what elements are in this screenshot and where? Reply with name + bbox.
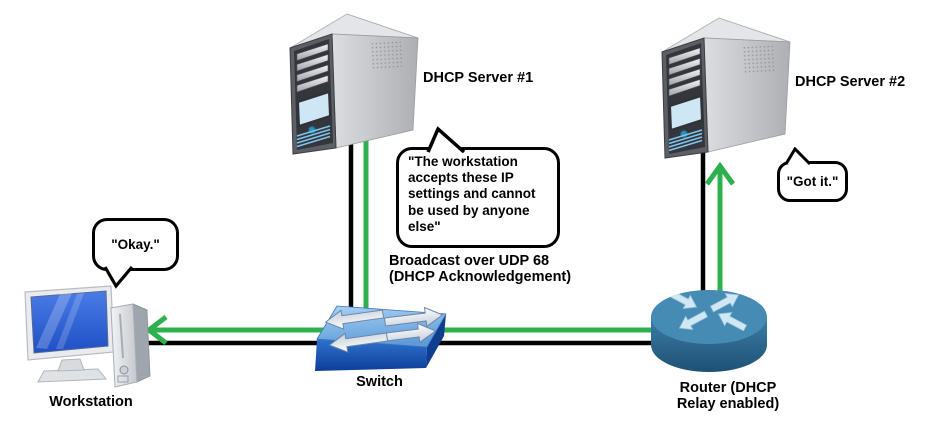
speech-bubble-gotit: "Got it." [777,161,848,202]
flow-router-server2-arrowhead [704,161,736,186]
gotit-bubble-tail [784,147,812,165]
server-tower-icon [289,13,419,155]
gotit-bubble-text: "Got it." [786,174,839,189]
network-switch-icon [305,295,455,385]
server-tower-icon [661,17,791,159]
router-label: Router (DHCP Relay enabled) [676,380,780,412]
server1-label: DHCP Server #1 [423,70,534,86]
speech-bubble-okay: "Okay." [92,218,179,271]
router-icon [648,286,770,378]
flow-workstation-arrowhead [144,315,168,345]
broadcast-caption: Broadcast over UDP 68 (DHCP Acknowledgem… [389,253,572,285]
speech-bubble-ack: "The workstation accepts these IP settin… [396,147,560,248]
okay-bubble-tail [103,265,134,289]
ack-bubble-tail [426,126,466,153]
okay-bubble-text: "Okay." [111,237,160,252]
workstation-label: Workstation [49,394,133,410]
ack-bubble-text: "The workstation accepts these IP settin… [408,154,536,234]
server2-label: DHCP Server #2 [795,74,906,90]
desktop-computer-icon [24,285,151,388]
switch-label: Switch [356,374,403,390]
